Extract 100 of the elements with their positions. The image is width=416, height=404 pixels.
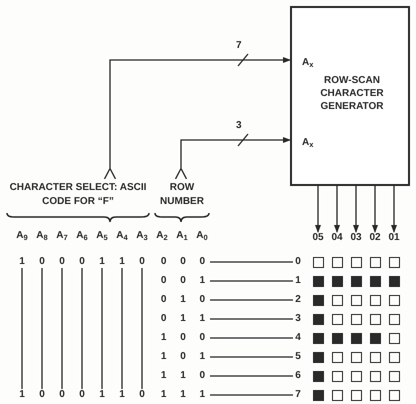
column-number: 01: [388, 233, 400, 243]
address-bit-label: A$_{4}$: [116, 231, 128, 241]
pixel-square: [332, 256, 342, 268]
pixel-square: [312, 314, 324, 324]
bit-value: 0: [139, 257, 145, 267]
arrow: [391, 186, 397, 233]
pixel-square: [332, 390, 342, 400]
pixel-square: [312, 256, 324, 268]
pixel-square: [332, 276, 342, 286]
row-number: 6: [295, 371, 301, 381]
row-address: 0 1 0: [160, 295, 206, 305]
bit-value: 0: [59, 257, 65, 267]
row-address: 1 0 0: [160, 333, 206, 343]
address-bit-label: A$_{1}$: [176, 231, 188, 241]
pixel-square: [370, 276, 380, 286]
character-generator-block: [290, 6, 410, 186]
pin-label: A$_{x}$: [302, 56, 314, 70]
pixel-square: [312, 352, 324, 362]
pixel-square: [350, 314, 362, 324]
pixel-square: [350, 294, 362, 306]
pixel-square: [332, 370, 342, 382]
connecting-line: [21, 268, 23, 389]
address-bit-label: A$_{3}$: [136, 231, 148, 241]
bit-value: 1: [119, 257, 125, 267]
connecting-line: [121, 268, 123, 389]
arrow: [372, 186, 378, 233]
arrow: [109, 57, 291, 168]
column-number: 02: [369, 233, 381, 243]
connecting-line: [41, 268, 43, 389]
pixel-square: [312, 332, 324, 344]
connecting-line: [210, 375, 293, 377]
row-number: 7: [295, 390, 301, 400]
connecting-line: [210, 394, 293, 396]
row-address: 1 1 1: [160, 390, 206, 400]
pixel-square: [388, 370, 400, 382]
connecting-line: [210, 261, 293, 263]
pixel-square: [370, 352, 380, 362]
row-address: 0 1 1: [160, 314, 206, 324]
row-number: 2: [295, 295, 301, 305]
row-number: 0: [295, 257, 301, 267]
block-title: ROW-SCAN CHARACTER GENERATOR: [319, 74, 385, 113]
connecting-line: [210, 356, 293, 358]
arrow: [334, 186, 340, 233]
connecting-line: [210, 280, 293, 282]
row-address: 0 0 0: [160, 257, 206, 267]
row-number: 3: [295, 314, 301, 324]
bit-value: 1: [19, 390, 25, 400]
connecting-line: [210, 318, 293, 320]
arrow: [353, 186, 359, 233]
pixel-square: [350, 256, 362, 268]
bit-value: 1: [99, 390, 105, 400]
group-label: CHARACTER SELECT: ASCII CODE FOR “F”: [8, 181, 148, 209]
pixel-square: [312, 370, 324, 382]
connecting-line: [210, 299, 293, 301]
row-number: 1: [295, 276, 301, 286]
connecting-line: [81, 268, 83, 389]
pixel-square: [350, 390, 362, 400]
connecting-line: [61, 268, 63, 389]
pixel-square: [370, 314, 380, 324]
arrow: [315, 186, 321, 233]
edge-label: 3: [236, 121, 242, 131]
pixel-square: [332, 314, 342, 324]
pixel-square: [332, 294, 342, 306]
pixel-square: [370, 256, 380, 268]
pixel-square: [312, 276, 324, 286]
connecting-line: [210, 337, 293, 339]
pixel-square: [370, 332, 380, 344]
pixel-square: [388, 276, 400, 286]
bit-value: 0: [79, 390, 85, 400]
pixel-square: [388, 314, 400, 324]
row-address: 0 0 1: [160, 276, 206, 286]
pixel-square: [350, 332, 362, 344]
pixel-square: [370, 370, 380, 382]
bit-value: 1: [99, 257, 105, 267]
row-address: 1 0 1: [160, 352, 206, 362]
edge-label: 7: [236, 41, 242, 51]
pixel-square: [370, 390, 380, 400]
pixel-square: [332, 332, 342, 344]
bit-value: 1: [19, 257, 25, 267]
address-bit-label: A$_{2}$: [156, 231, 168, 241]
bit-value: 1: [119, 390, 125, 400]
pixel-square: [388, 294, 400, 306]
column-number: 04: [331, 233, 343, 243]
bit-value: 0: [39, 257, 45, 267]
pixel-square: [350, 370, 362, 382]
bit-value: 0: [139, 390, 145, 400]
pixel-square: [332, 352, 342, 362]
pixel-square: [388, 390, 400, 400]
column-number: 05: [312, 233, 324, 243]
pixel-square: [350, 276, 362, 286]
bit-value: 0: [59, 390, 65, 400]
bit-value: 0: [39, 390, 45, 400]
column-number: 03: [350, 233, 362, 243]
pixel-square: [388, 332, 400, 344]
connecting-line: [141, 268, 143, 389]
arrow: [180, 137, 291, 168]
row-number: 4: [295, 333, 301, 343]
pixel-square: [312, 390, 324, 400]
pixel-square: [370, 294, 380, 306]
pixel-square: [312, 294, 324, 306]
